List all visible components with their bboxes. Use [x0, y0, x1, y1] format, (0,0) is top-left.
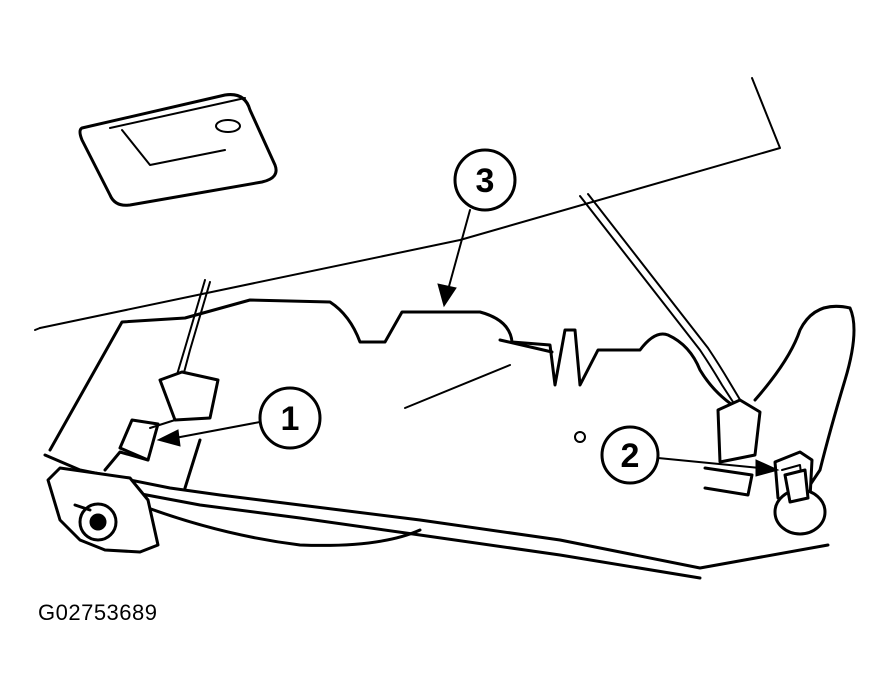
- callout-1-label: 1: [281, 400, 300, 438]
- figure-id: G02753689: [38, 600, 158, 625]
- callout-3: 3: [437, 148, 517, 308]
- upper-panel: [34, 77, 781, 331]
- connector-2: [703, 398, 827, 536]
- callout-1: 1: [156, 386, 322, 450]
- callout-2-label: 2: [621, 437, 640, 475]
- callout-2: 2: [574, 425, 780, 485]
- callout-3-label: 3: [476, 162, 495, 200]
- tab-plate: [78, 93, 278, 207]
- wire-harness: [175, 193, 743, 406]
- sensor-1: [103, 370, 220, 472]
- pivot-bracket: [46, 466, 160, 554]
